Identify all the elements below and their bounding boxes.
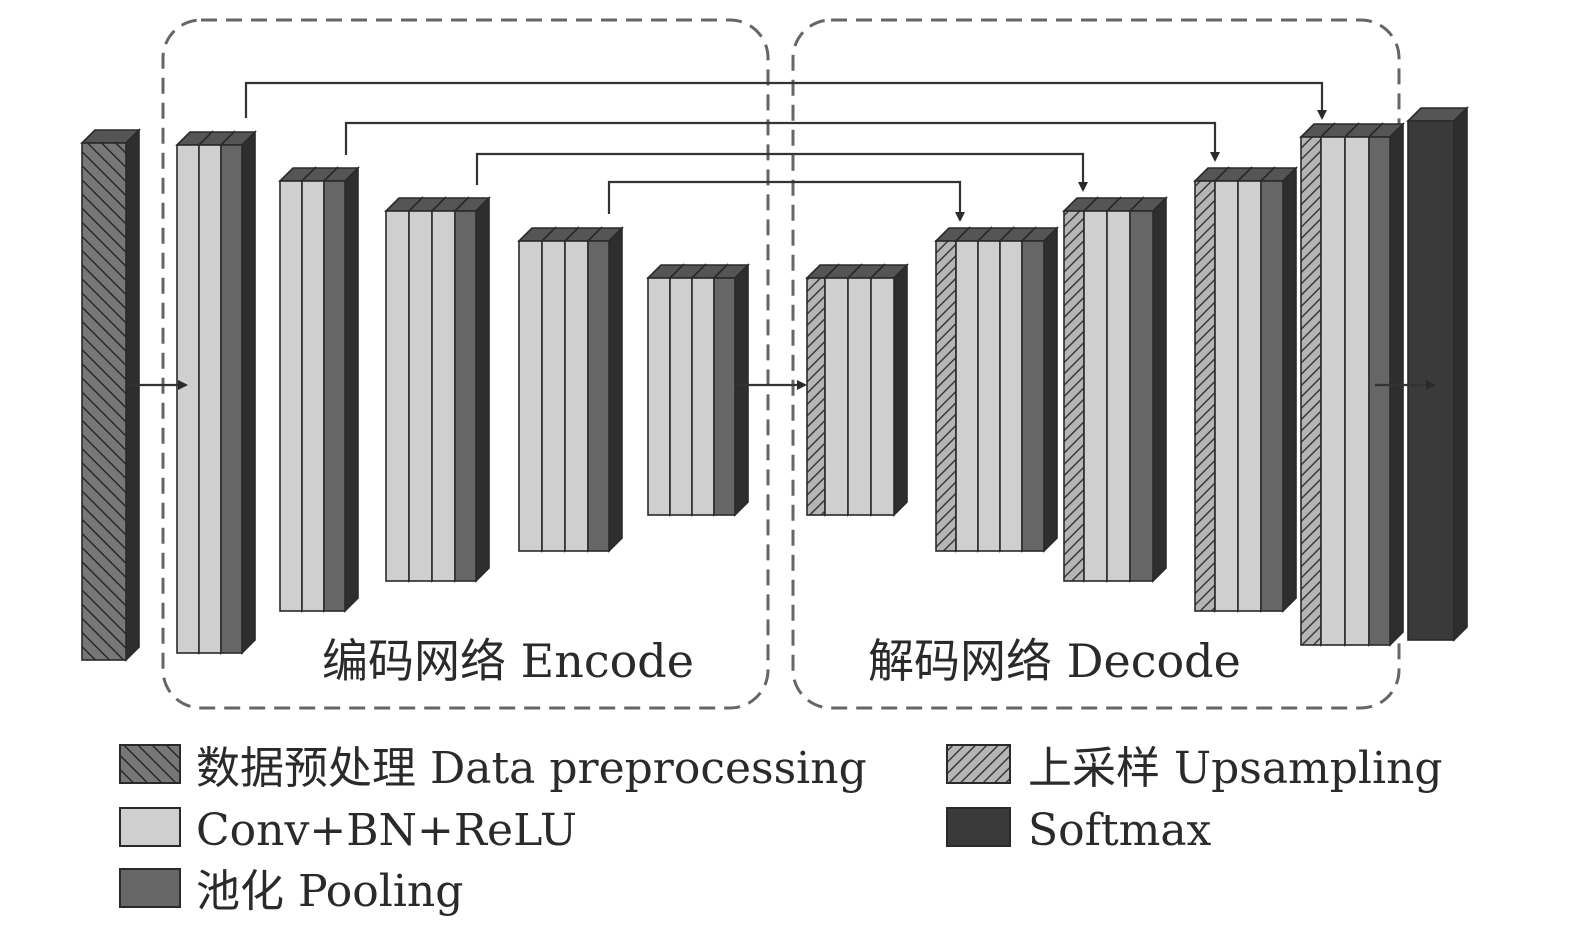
encoder-stack-3	[384, 196, 491, 583]
skip-connections	[244, 81, 1327, 222]
decoder-stack-4-layer-4-pool	[1259, 166, 1298, 613]
encoder-stack-4-layer-4-pool	[586, 226, 624, 553]
output-softmax-block-layer-1-soft	[1406, 106, 1469, 642]
encoder-stack-3-layer-4-pool	[453, 196, 491, 583]
legend-swatch-softmax	[946, 807, 1011, 847]
encoder-stack-1-layer-3-pool	[219, 130, 257, 655]
encoder-stack-2	[278, 166, 360, 613]
decoder-stack-3	[1062, 196, 1168, 583]
encode-frame	[161, 18, 770, 710]
legend-item-pooling: 池化 Pooling	[119, 866, 463, 917]
decoder-stack-1-layer-4-conv	[869, 263, 909, 517]
decoder-stack-4	[1193, 166, 1298, 613]
skip-connection-2	[344, 121, 1220, 162]
legend-label-conv-bn-relu: Conv+BN+ReLU	[196, 805, 577, 856]
encoder-stack-2-layer-3-pool	[322, 166, 360, 613]
skip-connection-3	[475, 152, 1088, 192]
output-softmax-block	[1406, 106, 1469, 642]
encoder-stack-1	[175, 130, 257, 655]
decode-frame	[791, 18, 1401, 710]
legend-item-data-preprocessing: 数据预处理 Data preprocessing	[119, 743, 867, 794]
legend-item-softmax: Softmax	[946, 805, 1212, 856]
legend-item-upsampling: 上采样 Upsampling	[946, 743, 1443, 794]
encoder-stack-5-layer-4-pool	[712, 263, 750, 517]
legend-label-softmax: Softmax	[1028, 805, 1212, 856]
encoder-stack-5	[646, 263, 750, 517]
decoder-stack-2-layer-5-pool	[1020, 226, 1059, 553]
decode-label: 解码网络 Decode	[868, 634, 1241, 688]
legend-label-data-preprocessing: 数据预处理 Data preprocessing	[196, 743, 867, 794]
decoder-stack-2	[934, 226, 1059, 553]
input-preprocessing-block	[80, 128, 141, 662]
input-preprocessing-block-layer-1-pre	[80, 128, 141, 662]
encoder-stack-4	[517, 226, 624, 553]
legend-item-conv-bn-relu: Conv+BN+ReLU	[119, 805, 577, 856]
skip-connection-4	[607, 180, 965, 222]
encode-label: 编码网络 Encode	[322, 634, 694, 688]
legend-swatch-pooling	[119, 868, 181, 908]
legend-label-upsampling: 上采样 Upsampling	[1028, 743, 1443, 794]
legend-label-pooling: 池化 Pooling	[196, 866, 463, 917]
legend: 数据预处理 Data preprocessing Conv+BN+ReLU 池化…	[119, 743, 1443, 917]
legend-swatch-conv-bn-relu	[119, 807, 181, 847]
network-blocks	[80, 106, 1469, 662]
legend-swatch-data-preprocessing	[119, 744, 181, 784]
decoder-stack-1	[805, 263, 909, 517]
decoder-stack-3-layer-4-pool	[1128, 196, 1168, 583]
legend-swatch-upsampling	[946, 744, 1011, 784]
skip-connection-1	[244, 81, 1327, 120]
